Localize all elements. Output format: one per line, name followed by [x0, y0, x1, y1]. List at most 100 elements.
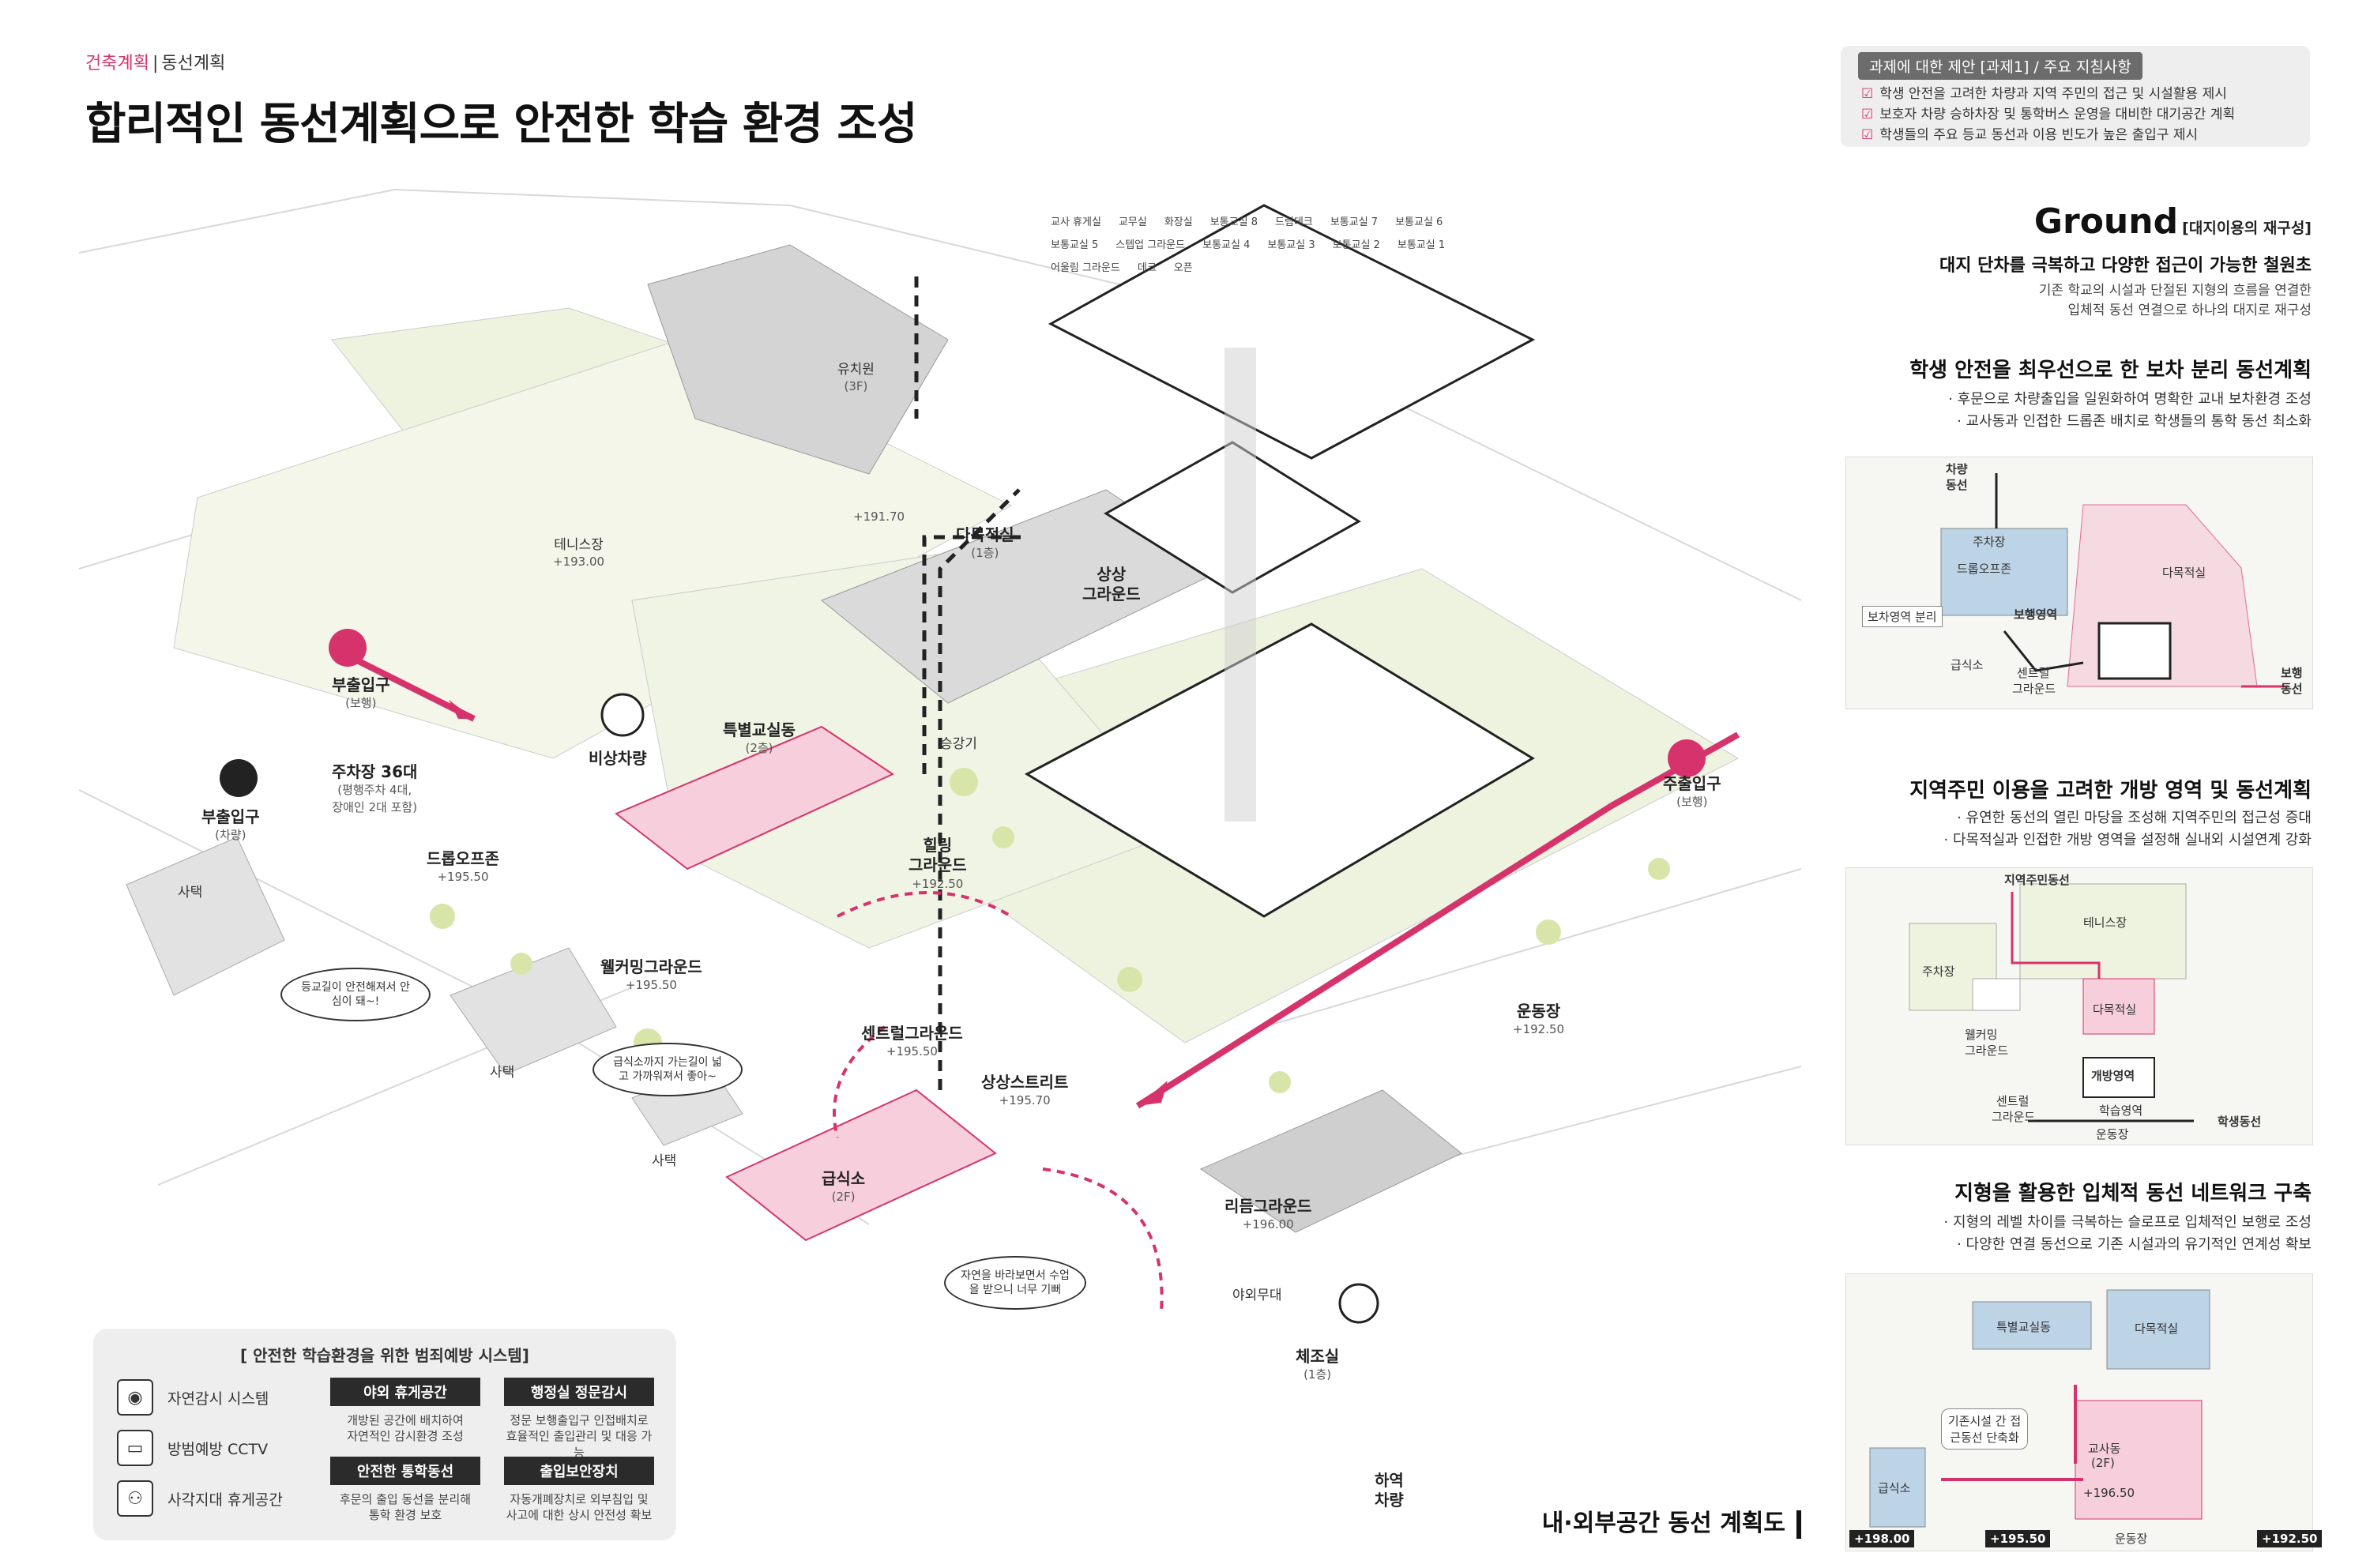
mini-label: 그라운드 [1992, 1110, 2036, 1124]
elevation-tag: +192.50 [2257, 1530, 2323, 1547]
sub-entry-path [346, 652, 476, 722]
guideline-item: ☑학생들의 주요 등교 동선과 이용 빈도가 높은 출입구 제시 [1861, 127, 2199, 143]
sub-entry-car-icon [220, 759, 258, 797]
main-entry-label: 주출입구(보행) [1663, 774, 1721, 810]
legend-box-head: 출입보안장치 [504, 1457, 654, 1485]
diagram-caption: 내·외부공간 동선 계획도 [1542, 1503, 1801, 1539]
mini-label: 다목적실 [2162, 566, 2206, 580]
room-label: 보통교실 7 [1330, 216, 1379, 228]
room-label: 보통교실 1 [1397, 239, 1446, 251]
mini-label: 운동장 [2115, 1532, 2148, 1546]
guideline-box: 과제에 대한 제안 [과제1] / 주요 지침사항 ☑학생 안전을 고려한 차량… [1841, 46, 2310, 147]
section-bullet: · 지형의 레벨 차이를 극복하는 슬로프로 입체적인 보행로 조성 [1943, 1214, 2312, 1231]
room-label: 보통교실 2 [1332, 239, 1380, 251]
unload-vehicle-icon [1338, 1283, 1379, 1324]
breadcrumb-current: 동선계획 [161, 54, 226, 73]
vertical-core [1224, 348, 1256, 822]
mini-label: 드롭오프존 [1957, 562, 2012, 576]
special-classroom-label: 특별교실동(2층) [723, 720, 796, 756]
room-label: 오픈 [1173, 262, 1193, 274]
route-dashed-1 [922, 535, 1027, 774]
legend-item: ◉ 자연감시 시스템 [117, 1379, 269, 1416]
room-label: 화장실 [1164, 216, 1193, 228]
gym-label: 체조실(1층) [1296, 1347, 1340, 1382]
house-label-3: 사택 [652, 1153, 677, 1169]
rhythm-label: 리듬그라운드+196.00 [1224, 1197, 1312, 1232]
mini-label: 급식소 [1951, 658, 1984, 672]
room-label: 보통교실 5 [1051, 239, 1099, 251]
pink-dashed-2 [833, 1025, 886, 1138]
elevation-tag: +198.00 [1849, 1530, 1915, 1547]
room-label: 어울림 그라운드 [1051, 262, 1120, 274]
section-title: 학생 안전을 최우선으로 한 보차 분리 동선계획 [1909, 359, 2312, 382]
mini-label: 주차장 [1973, 535, 2006, 549]
legend-box-head: 행정실 정문감시 [504, 1378, 654, 1406]
room-labels: 교사 휴게실 교무실 화장실 보통교실 8 드림데크 보통교실 7 보통교실 6… [1051, 213, 1477, 274]
mini-label: 학습영역 [2099, 1104, 2143, 1118]
breadcrumb-section[interactable]: 건축계획 [85, 54, 149, 73]
mini-label: (2F) [2091, 1456, 2115, 1470]
field-label: 운동장+192.50 [1513, 1002, 1565, 1037]
mini-label: 동선 [1946, 478, 1968, 492]
check-icon: ☑ [1861, 107, 1874, 122]
legend-item-label: 방범예방 CCTV [167, 1440, 269, 1458]
mini-label: 그라운드 [1965, 1043, 2009, 1058]
kindergarten-building [647, 244, 949, 475]
mini-label: 급식소 [1878, 1481, 1911, 1495]
breadcrumb: 건축계획|동선계획 [85, 49, 225, 74]
room-label: 보통교실 4 [1202, 239, 1251, 251]
route-dashed-2 [938, 488, 1021, 1090]
special-classroom-building [615, 725, 895, 870]
street-label: 상상스트리트+195.70 [981, 1073, 1069, 1108]
legend-item: ▭방범예방 CCTV [117, 1430, 268, 1466]
speech-bubble-1: 등교길이 안전해져서 안심이 돼~! [280, 968, 431, 1022]
legend-item-label: 자연감시 시스템 [167, 1389, 269, 1408]
bench-icon: ⚇ [117, 1480, 153, 1517]
ground-floor-plan [1024, 622, 1535, 918]
mini-label: 보차영역 분리 [1862, 606, 1943, 627]
legend-item: ⚇사각지대 휴게공간 [117, 1480, 283, 1517]
mini-plan-3: 특별교실동 다목적실 기존시설 간 접근동선 단축화 교사동 (2F) 급식소 … [1845, 1273, 2323, 1551]
outdoor-stage-label: 야외무대 [1232, 1288, 1282, 1303]
pink-dashed-1 [837, 891, 1013, 918]
tennis-label: 테니스장+193.00 [553, 537, 605, 570]
guideline-head: 과제에 대한 제안 [과제1] / 주요 지침사항 [1858, 52, 2142, 80]
site-plan-diagram [78, 188, 1802, 1324]
emergency-vehicle-icon [600, 693, 645, 737]
sub-entry-car-label: 부출입구(차량) [201, 807, 260, 843]
mini-label: 웰커밍 [1965, 1028, 1998, 1042]
eye-icon: ◉ [117, 1379, 153, 1416]
mini-label: 동선 [2281, 682, 2303, 696]
main-walk-path [1135, 803, 1614, 1109]
main-entry-walk-icon [1668, 739, 1706, 777]
cafeteria-building [725, 1089, 997, 1242]
welcoming-label: 웰커밍그라운드+195.50 [600, 957, 702, 993]
section-bullet: · 다목적실과 인접한 개방 영역을 설정해 실내외 시설연계 강화 [1943, 832, 2312, 848]
dropoff-label: 드롭오프존+195.50 [427, 849, 499, 885]
parking-label: 주차장 36대(평행주차 4대,장애인 2대 포함) [332, 762, 418, 814]
mini-label: 특별교실동 [1996, 1320, 2052, 1334]
elevation-tag: +195.50 [1985, 1530, 2051, 1547]
room-label: 데크 [1137, 262, 1157, 274]
room-label: 보통교실 6 [1395, 216, 1443, 228]
gym-building [1199, 1089, 1462, 1233]
mini-label: 테니스장 [2083, 916, 2127, 930]
page-title: 합리적인 동선계획으로 안전한 학습 환경 조성 [85, 99, 917, 150]
check-icon: ☑ [1861, 127, 1874, 143]
central-label: 센트럴그라운드+195.50 [861, 1024, 963, 1059]
section-title: 지형을 활용한 입체적 동선 네트워크 구축 [1954, 1182, 2312, 1205]
speech-bubble-3: 자연을 바라보면서 수업을 받으니 너무 기뻐 [944, 1256, 1086, 1310]
check-icon: ☑ [1861, 86, 1874, 102]
section-title: 지역주민 이용을 고려한 개방 영역 및 동선계획 [1909, 779, 2312, 803]
caption-bar [1796, 1510, 1801, 1539]
ground-subtitle: 대지 단차를 극복하고 다양한 접근이 가능한 철원초 [1939, 256, 2312, 276]
house-2 [450, 947, 617, 1075]
elevator-label: 승강기 [940, 736, 977, 752]
